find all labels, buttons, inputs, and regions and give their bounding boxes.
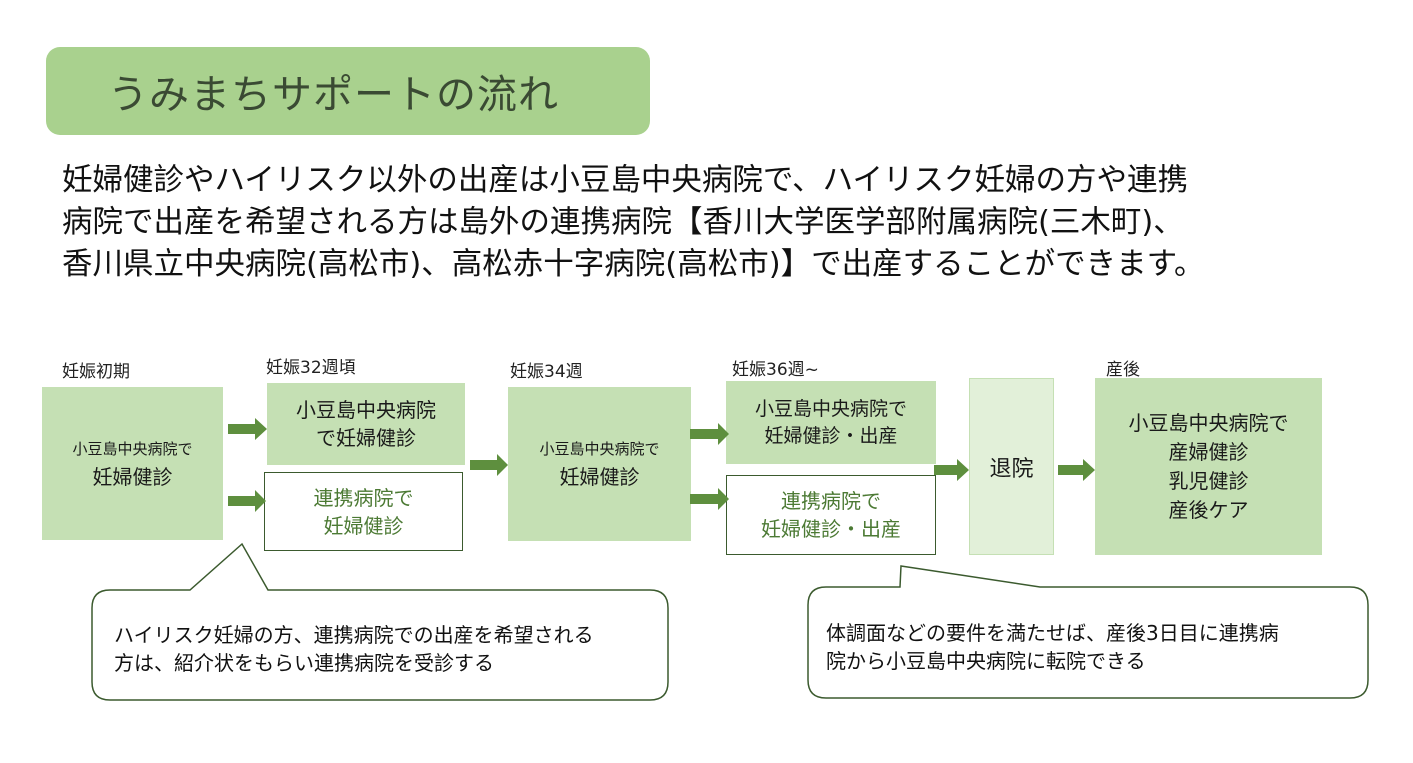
- box-postpartum-line3: 乳児健診: [1168, 468, 1249, 493]
- box-early-line1: 小豆島中央病院で: [72, 439, 193, 458]
- stage-label-w34: 妊娠34週: [510, 362, 583, 382]
- callout-left-outline: [91, 542, 669, 701]
- intro-line: 病院で出産を希望される方は島外の連携病院【香川大学医学部附属病院(三木町)、: [62, 205, 1184, 240]
- box-w32-partner-line1: 連携病院で: [313, 485, 414, 510]
- stage-label-postpartum: 産後: [1106, 360, 1140, 380]
- stage-label-w36: 妊娠36週~: [732, 360, 819, 380]
- intro-paragraph: 妊婦健診やハイリスク以外の出産は小豆島中央病院で、ハイリスク妊婦の方や連携 病院…: [62, 160, 1392, 286]
- box-postpartum: 小豆島中央病院で 産婦健診 乳児健診 産後ケア: [1095, 378, 1322, 555]
- callout-left-line1: ハイリスク妊婦の方、連携病院での出産を希望される: [114, 623, 594, 647]
- title-banner: うみまちサポートの流れ: [46, 47, 650, 135]
- callout-left-line2: 方は、紹介状をもらい連携病院を受診する: [114, 651, 494, 675]
- stage-label-early: 妊娠初期: [62, 362, 130, 382]
- callout-left: ハイリスク妊婦の方、連携病院での出産を希望される 方は、紹介状をもらい連携病院を…: [114, 621, 594, 677]
- arrow-right-icon: [470, 454, 508, 476]
- arrow-right-icon: [690, 423, 729, 445]
- page-title: うみまちサポートの流れ: [108, 72, 559, 118]
- box-w36-main-line1: 小豆島中央病院で: [754, 397, 907, 420]
- box-early-checkup: 小豆島中央病院で 妊婦健診: [42, 387, 223, 540]
- box-postpartum-line4: 産後ケア: [1168, 497, 1249, 522]
- box-w32-main-line1: 小豆島中央病院: [296, 398, 436, 422]
- box-postpartum-line1: 小豆島中央病院で: [1128, 410, 1289, 435]
- box-w36-partner-line1: 連携病院で: [781, 489, 881, 513]
- box-w34-line1: 小豆島中央病院で: [539, 440, 660, 458]
- callout-right-line2: 院から小豆島中央病院に転院できる: [826, 649, 1146, 673]
- stage-label-w32: 妊娠32週頃: [266, 358, 356, 378]
- callout-right-outline: [807, 565, 1369, 699]
- box-w36-shodoshima: 小豆島中央病院で 妊婦健診・出産: [726, 381, 936, 464]
- box-w32-main-line2: で妊婦健診: [316, 426, 416, 450]
- arrow-right-icon: [690, 488, 729, 510]
- arrow-right-icon: [228, 418, 267, 440]
- box-w34-checkup: 小豆島中央病院で 妊婦健診: [508, 387, 691, 541]
- arrow-right-icon: [228, 490, 266, 512]
- box-w34-line2: 妊婦健診: [559, 465, 640, 489]
- box-discharge: 退院: [969, 378, 1054, 555]
- box-w32-shodoshima: 小豆島中央病院 で妊婦健診: [267, 383, 465, 465]
- box-w36-partner-line2: 妊婦健診・出産: [761, 517, 901, 541]
- box-postpartum-line2: 産婦健診: [1168, 439, 1249, 464]
- arrow-right-icon: [1058, 459, 1095, 481]
- callout-right: 体調面などの要件を満たせば、産後3日目に連携病 院から小豆島中央病院に転院できる: [826, 619, 1279, 675]
- arrow-right-icon: [934, 459, 969, 481]
- box-discharge-label: 退院: [989, 456, 1034, 482]
- box-w36-partner: 連携病院で 妊婦健診・出産: [726, 475, 936, 555]
- intro-line: 妊婦健診やハイリスク以外の出産は小豆島中央病院で、ハイリスク妊婦の方や連携: [62, 163, 1189, 198]
- box-early-line2: 妊婦健診: [92, 464, 173, 489]
- box-w36-main-line2: 妊婦健診・出産: [764, 424, 898, 447]
- callout-right-line1: 体調面などの要件を満たせば、産後3日目に連携病: [826, 621, 1279, 645]
- box-w32-partner: 連携病院で 妊婦健診: [264, 472, 463, 551]
- intro-line: 香川県立中央病院(高松市)、高松赤十字病院(高松市)】で出産することができます。: [62, 247, 1205, 282]
- box-w32-partner-line2: 妊婦健診: [323, 513, 404, 538]
